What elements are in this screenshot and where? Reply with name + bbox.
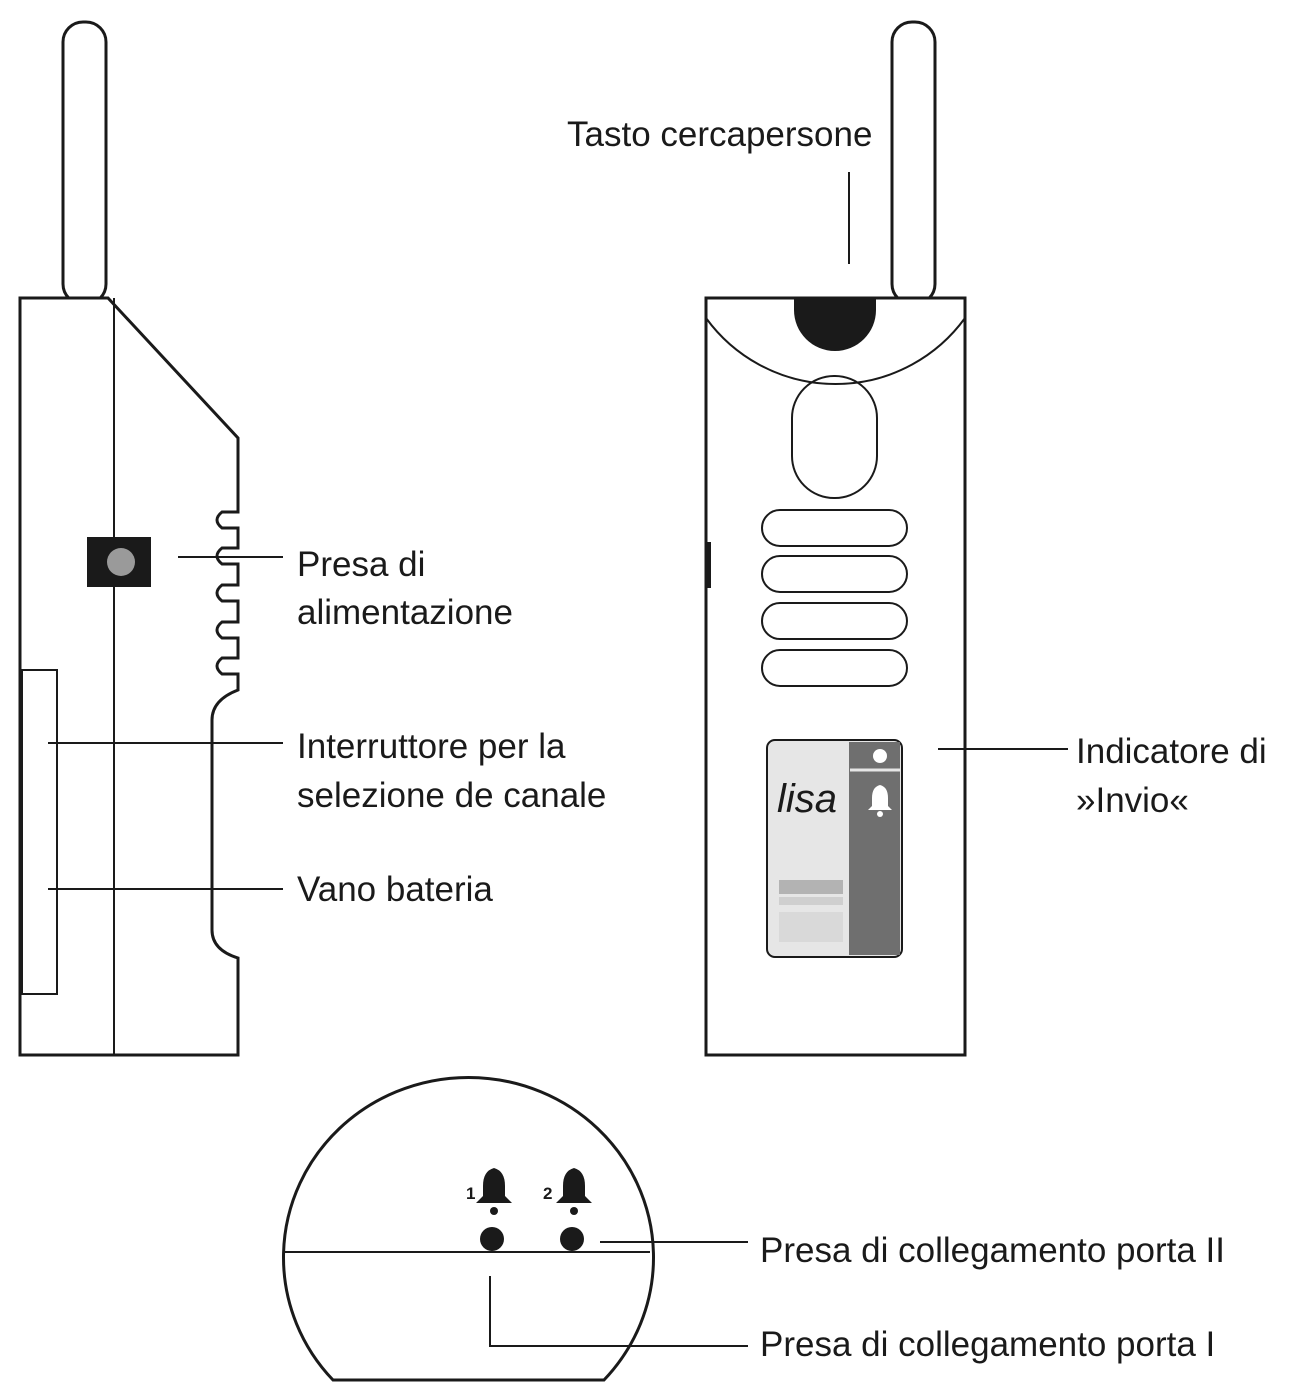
- door-port-2-group: 2: [543, 1168, 592, 1251]
- side-antenna: [61, 20, 108, 306]
- label-battery: Vano bateria: [297, 870, 493, 909]
- label-door-port-2: Presa di collegamento porta II: [760, 1231, 1225, 1270]
- side-notch: [705, 542, 711, 588]
- front-top-arc: [705, 317, 966, 385]
- bell-icon: [476, 1168, 512, 1203]
- base-station: 1 2: [282, 1075, 655, 1382]
- port-number-1: 1: [466, 1184, 475, 1203]
- front-view: lisa: [704, 20, 967, 1057]
- label-send-indicator-2: »Invio«: [1076, 781, 1189, 820]
- label-panel: lisa: [766, 739, 903, 958]
- speaker-slot: [761, 649, 908, 687]
- door-port-2[interactable]: [560, 1227, 584, 1251]
- battery-compartment: [21, 669, 58, 995]
- bell-icon: [868, 785, 892, 810]
- speaker-slot: [761, 602, 908, 640]
- oval-button[interactable]: [791, 375, 878, 499]
- side-view: [18, 20, 240, 1057]
- base-body: [282, 1075, 655, 1382]
- paging-button[interactable]: [794, 298, 876, 351]
- label-door-port-1: Presa di collegamento porta I: [760, 1325, 1215, 1364]
- power-socket-pin: [107, 548, 135, 576]
- side-body: [18, 296, 240, 1057]
- panel-logo: lisa: [777, 777, 837, 821]
- front-antenna: [890, 20, 937, 306]
- label-channel-switch-1: Interruttore per la: [297, 727, 566, 766]
- speaker-slot: [761, 509, 908, 547]
- door-port-1-group: 1: [466, 1168, 512, 1251]
- leader-lines: [48, 172, 1068, 1347]
- leader-door-port-1: [489, 1276, 748, 1347]
- label-channel-switch-2: selezione de canale: [297, 776, 606, 815]
- labels: Tasto cercapersone Presa di alimentazion…: [297, 115, 1267, 1364]
- label-paging-button: Tasto cercapersone: [567, 115, 872, 154]
- port-number-2: 2: [543, 1184, 552, 1203]
- label-power-socket-2: alimentazione: [297, 593, 513, 632]
- label-send-indicator-1: Indicatore di: [1076, 732, 1267, 771]
- bell-icon: [556, 1168, 592, 1203]
- label-power-socket-1: Presa di: [297, 545, 425, 584]
- speaker-slot: [761, 555, 908, 593]
- led-icon: [873, 749, 887, 763]
- door-port-1[interactable]: [480, 1227, 504, 1251]
